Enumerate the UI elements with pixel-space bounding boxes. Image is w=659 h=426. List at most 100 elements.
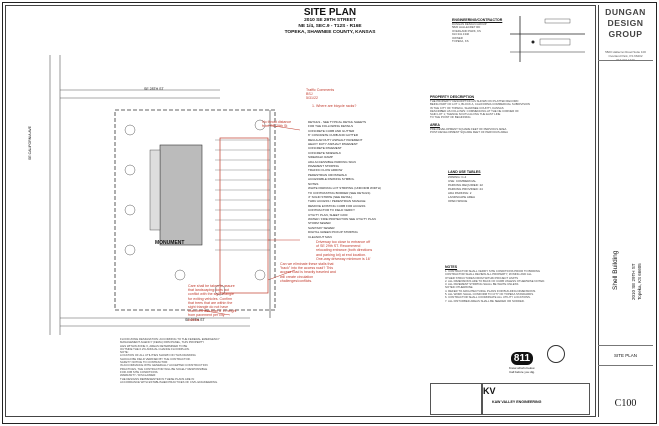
site-note-line: OUTSIDE THE 0.2% ANNUAL CHANCE FLOODPLAI… <box>120 346 190 351</box>
legend-row: NOTES <box>308 181 319 186</box>
traffic-comments-line: Traffic Comments <box>306 88 335 92</box>
call-811-line2: Call before you dig. <box>509 370 535 374</box>
bicycle-comment: 1. Where are bicycle racks? <box>312 104 357 108</box>
owner-line: OWNER <box>452 35 463 40</box>
general-notes: NOTES 1. CONTRACTOR SHALL VERIFY SITE CO… <box>445 265 590 303</box>
legend-row: REGULAR DUTY ASPHALT PAVEMENT <box>308 137 363 142</box>
throat-distance-line: No throat distance <box>262 120 292 124</box>
site-note-line: LOCATION OF ALL UTILITIES SHOWN ON THIS … <box>120 353 196 358</box>
plan-header: SITE PLAN 2010 SE 29TH STREET NE 1/4, SE… <box>260 7 400 36</box>
area-line: POST-DEVELOPMENT SQUARE FEET OF PERVIOUS… <box>430 130 509 135</box>
company-logo: DUNGAN DESIGN GROUP <box>600 7 651 43</box>
driveway-comment-line: of SE 29th ST. Recommend <box>316 244 361 249</box>
stalls-comment-line: will create circulation <box>280 274 314 279</box>
legend-row: ACCESSIBLE PARKING SYMBOL <box>308 177 355 182</box>
property-description: PROPERTY DESCRIPTION THE PROPERTY DESCRI… <box>430 95 590 134</box>
engineer-logo-icon: KV <box>483 386 496 396</box>
driveway-comment-line: Driveway too close to entrance off <box>316 240 371 244</box>
property-line: TO THE POINT OF BEGINNING <box>430 115 471 120</box>
general-note-line: 6. CONTRACTOR SHALL COORDINATE ALL UTILI… <box>445 295 531 300</box>
stalls-comment-line: Can we eliminate these stalls that <box>280 262 334 266</box>
area-heading: AREA <box>430 122 440 127</box>
site-notes: FLOOD ZONE DESIGNATION: ACCORDING TO THE… <box>120 337 295 384</box>
site-note-line: FOR JOB SITE CONDITIONS. <box>120 369 159 374</box>
owner-block: ENGINEERING/CONTRACTOR DUNGAN DESIGN GRO… <box>452 18 502 44</box>
legend-row: REMOVE EXISTING CURB FOR ACCESS <box>308 203 366 208</box>
traffic-comments-line: BSJ <box>306 92 313 97</box>
plan-title: SITE PLAN <box>303 7 357 18</box>
legend-row: WHITE PARKING LOT STRIPING (UNIFORM WIDT… <box>308 186 381 191</box>
property-line: IN THE CITY OF TOPEKA, SHAWNEE COUNTY, K… <box>430 105 504 110</box>
property-line: THE PROPERTY DESCRIPTION AS SHOWN ON PLA… <box>430 99 519 103</box>
property-heading: PROPERTY DESCRIPTION <box>430 95 475 99</box>
north-arrow-icon <box>547 345 565 363</box>
area-line: PRE-DEVELOPMENT SQUARE FEET OF PERVIOUS … <box>430 126 507 131</box>
general-note-line: 7. ALL DISTURBED AREAS SHALL BE SEEDED O… <box>445 298 525 303</box>
sheet-number: C100 <box>614 398 637 409</box>
legend-row: CONCRETE SIDEWALK <box>308 150 342 155</box>
street-label-bottom: SE 29TH ST <box>185 318 205 322</box>
land-use-row: USE: COMMERCIAL <box>448 179 477 183</box>
legend-row: PAVEMENT STRIPING <box>308 164 340 169</box>
legend-row: TO CONTRASTING BORDER (SEE DETAILS) <box>308 190 371 195</box>
landscape-comment-line: conflict with the sight triangle <box>188 292 234 297</box>
plan-address: 2010 SE 29TH STREET <box>304 18 356 23</box>
legend-row: 6" CONCRETE CURB AND GUTTER <box>308 133 358 138</box>
land-use-row: OPEN SPACE <box>448 199 468 203</box>
landscape-comment-line: that landscaping does not <box>188 288 229 293</box>
project-address-2: Topeka, KS 66605 <box>628 160 642 300</box>
general-note-line: 3. ALL PAVEMENT STRIPING SHALL BE WHITE … <box>445 282 519 287</box>
landscape-comment-line: that trees that are within the <box>188 300 233 305</box>
logo-line-3: GROUP <box>608 29 643 39</box>
project-info: Shell Building <box>604 160 619 290</box>
company-address-line: Overland Park, KS 66202 <box>608 54 643 58</box>
call-811-number: 811 <box>510 352 534 365</box>
legend-row: CONTRACTOR TO FIELD VERIFY <box>308 208 356 213</box>
site-note-line: IN ACCORDANCE WITH GENERALLY ACCEPTED CO… <box>120 363 208 368</box>
landscape-comment: Care shall be taken to assure that lands… <box>188 284 236 322</box>
property-line: DESCRIBED AS FOLLOWS: COMMENCING AT THE … <box>430 108 519 113</box>
land-use-row: PARKING REQUIRED: 22 <box>448 183 483 187</box>
land-use-row: PARKING PROVIDED: 24 <box>448 187 483 191</box>
engineer-name: KAW VALLEY ENGINEERING <box>492 400 542 404</box>
owner-line: TOPEKA, KS <box>452 39 469 44</box>
landscape-comment-line: branches less than 8' in height <box>188 309 237 314</box>
general-notes-heading: NOTES <box>445 265 458 269</box>
revision-block <box>430 383 482 415</box>
project-name: Shell Building <box>612 250 619 290</box>
general-note-line: 1. CONTRACTOR SHALL VERIFY SITE CONDITIO… <box>445 269 541 273</box>
site-note-line: ACCORDANCE WITH ESTABLISHED PRACTICES OF… <box>120 379 218 384</box>
land-use-heading: LAND USE TABLES <box>448 170 481 174</box>
general-note-line: 5. ALL WORK SHALL CONFORM TO CITY OF TOP… <box>445 292 534 297</box>
company-address-line: 5820 Hallecret Road Suite 100 <box>605 50 646 54</box>
plan-section: NE 1/4, SEC.9 - T12S - R16E <box>298 24 362 29</box>
owner-line: DUNGAN DESIGN GROUP <box>452 22 487 26</box>
general-note-line: OTHER STRUCTURES FROM WITHIN PROJECT LIM… <box>445 275 518 280</box>
street-label-top: SE 28TH ST <box>144 87 164 91</box>
legend-row: STORM SEWER <box>308 221 331 226</box>
site-note-line: THE DESIGNS REPRESENTED IN THESE PLANS A… <box>120 376 195 381</box>
title-block-divider <box>598 345 653 346</box>
land-use-row: ZONING: C-4 <box>448 175 467 179</box>
legend-row: SANITARY SEWER <box>308 225 335 230</box>
title-block-divider <box>598 60 653 61</box>
site-note-line: MANAGEMENT AGENCY (FEMA) FIRM PANEL, THI… <box>120 340 205 345</box>
landscape-comment-line: criteria. <box>188 317 200 322</box>
title-block <box>598 5 653 417</box>
driveway-comment-line: One-way driveway minimum is 16' <box>316 256 371 261</box>
logo-line-2: DESIGN <box>607 18 644 28</box>
site-note-line: WARRANTY / DISCLAIMER: <box>120 373 157 378</box>
landscape-comment-line: from pavement per city <box>188 313 225 318</box>
general-note-line: CONTRACTOR SHALL REVIEW ALL PROPERTY, ZO… <box>445 272 532 277</box>
owner-line: 913.341.1340 <box>452 32 470 37</box>
call-811-line1: Know what's below. <box>508 366 536 370</box>
legend-row: DIGITAL GREEN PICKUP STRIPING <box>308 230 358 235</box>
legend-row: SIDEWALK RAMP <box>308 155 333 160</box>
landscape-comment-line: Care shall be taken to assure <box>188 284 235 288</box>
throat-distance-line: from SE 29th St <box>262 124 288 129</box>
traffic-comments-line: 5/31/22 <box>306 96 318 101</box>
legend-row: FOR THE FOLLOWING DETAILS <box>308 124 354 129</box>
driveway-comment-line: and parking lot) at end location. <box>316 252 367 257</box>
site-note-line: FLOOD ZONE DESIGNATION: ACCORDING TO THE… <box>120 337 220 341</box>
